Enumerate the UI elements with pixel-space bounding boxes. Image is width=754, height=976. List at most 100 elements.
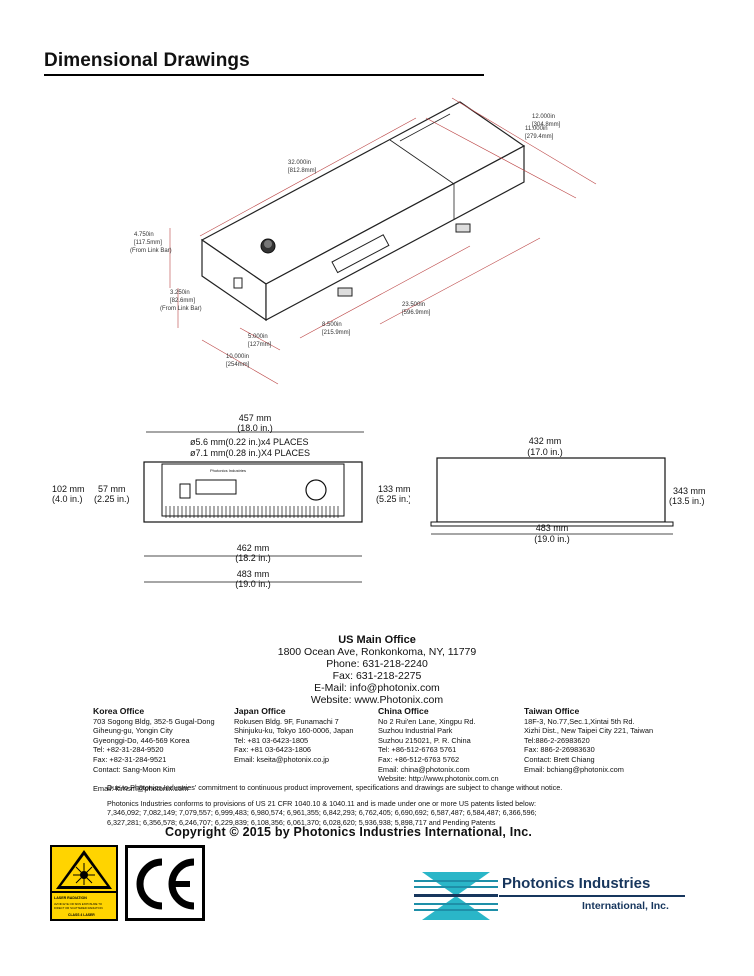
us-office-fax: Fax: 631-218-2275 <box>332 670 422 682</box>
iso-label-11in: 11.000in <box>525 126 548 132</box>
side-top-in: (17.0 in.) <box>527 447 563 457</box>
front-view-drawing: 457 mm (18.0 in.) ø5.6 mm(0.22 in.)x4 PL… <box>52 413 410 589</box>
iso-label-325in: 3.250in <box>170 290 190 296</box>
china-office-website[interactable]: Website: http://www.photonix.com.cn <box>378 774 499 784</box>
korea-office-email[interactable]: Email: kimsm@photonix.com <box>93 783 189 793</box>
china-office-line: No 2 Rui'en Lane, Xingpu Rd. <box>378 716 476 726</box>
korea-office-line: Gyeonggi-Do, 446-569 Korea <box>93 735 190 745</box>
front-bottom2-in: (19.0 in.) <box>235 579 271 589</box>
front-bottom2-mm: 483 mm <box>237 569 270 579</box>
japan-office-line: Shinjuku-ku, Tokyo 160-0006, Japan <box>234 726 354 736</box>
japan-office: Japan Office Rokusen Bldg. 9F, Funamachi… <box>234 706 354 765</box>
iso-label-11in-mm: [279.4mm] <box>525 134 554 140</box>
laser-label-line1: LASER RADIATION <box>54 896 87 900</box>
front-right-mm: 133 mm <box>378 484 410 494</box>
side-panel-outline <box>436 457 666 523</box>
taiwan-office-email[interactable]: Email: bchiang@photonix.com <box>524 764 624 774</box>
power-switch-drawing <box>179 483 191 499</box>
china-office-line: Tel: +86-512-6763 5761 <box>378 745 457 755</box>
page-title: Dimensional Drawings <box>44 50 250 71</box>
front-left-outer-mm: 102 mm <box>52 484 85 494</box>
laser-label-line3: DIRECT OR SCATTERED RADIATION <box>54 906 103 910</box>
side-bottom-in: (19.0 in.) <box>534 534 570 544</box>
side-bottom-mm: 483 mm <box>536 523 569 533</box>
us-office-email[interactable]: E-Mail: info@photonix.com <box>314 682 440 694</box>
iso-label-32in-mm: [812.8mm] <box>288 168 317 174</box>
iso-label-85in-mm: [215.9mm] <box>322 330 351 336</box>
china-office-email[interactable]: Email: china@photonix.com <box>378 764 470 774</box>
dimension-lines <box>169 97 597 385</box>
us-office-heading: US Main Office <box>338 634 416 646</box>
company-logo: Photonics Industries International, Inc. <box>414 866 714 926</box>
china-office: China Office No 2 Rui'en Lane, Xingpu Rd… <box>378 706 499 784</box>
iso-label-85in: 8.500in <box>322 322 342 328</box>
side-right-mm: 343 mm <box>673 486 706 496</box>
front-right-in: (5.25 in.) <box>376 494 410 504</box>
iso-label-475in: 4.750in <box>134 232 154 238</box>
patents-line: 6,327,281; 6,356,578; 6,246,707; 6,229,8… <box>107 817 496 827</box>
taiwan-office-line: 18F-3, No.77,Sec.1,Xintai 5th Rd. <box>524 716 635 726</box>
front-top-in: (18.0 in.) <box>237 423 273 433</box>
taiwan-office: Taiwan Office 18F-3, No.77,Sec.1,Xintai … <box>524 706 654 774</box>
china-office-line: Suzhou Industrial Park <box>378 726 453 736</box>
japan-office-email[interactable]: Email: kseita@photonix.co.jp <box>234 754 330 764</box>
laser-head-box <box>200 101 526 322</box>
iso-label-475in-note: (From Link Bar) <box>130 248 172 254</box>
logo-rule <box>499 895 685 897</box>
logo-mark-icon <box>414 872 498 920</box>
copyright-text: Copyright © 2015 by Photonics Industries… <box>165 825 533 839</box>
logo-name-line2: International, Inc. <box>582 900 669 912</box>
front-left-inner-mm: 57 mm <box>98 484 126 494</box>
iso-label-325in-note: (From Link Bar) <box>160 306 202 312</box>
patents-line: 7,346,092; 7,082,149; 7,079,557; 6,999,4… <box>107 808 537 818</box>
iso-label-12in: 12.000in <box>532 114 555 120</box>
laser-label-line2: AVOID EYE OR SKIN EXPOSURE TO <box>54 902 103 906</box>
iso-label-325in-mm: [82.6mm] <box>170 298 195 304</box>
display-window-drawing <box>195 479 237 495</box>
ce-mark-icon: CE <box>28 735 205 921</box>
us-office-address: 1800 Ocean Ave, Ronkonkoma, NY, 11779 <box>277 646 477 658</box>
korea-office-heading: Korea Office <box>93 706 145 716</box>
taiwan-office-line: Tel:886-2-26983620 <box>524 735 590 745</box>
korea-office: Korea Office 703 Sogong Bldg, 352-5 Guga… <box>93 706 215 793</box>
logo-name-line1: Photonics Industries <box>502 875 651 892</box>
ce-glyph: CE <box>28 735 195 910</box>
iso-label-10in: 10.000in <box>226 354 249 360</box>
laser-label-line4: CLASS 4 LASER <box>68 913 95 917</box>
iso-label-5in: 5.000in <box>248 334 268 340</box>
panel-brand-text: Photonics Industries <box>210 468 246 473</box>
us-office-website[interactable]: Website: www.Photonix.com <box>310 694 444 706</box>
hole-callout-2: ø7.1 mm(0.28 in.)X4 PLACES <box>190 448 310 458</box>
us-main-office: US Main Office 1800 Ocean Ave, Ronkonkom… <box>0 634 754 706</box>
knob-drawing <box>305 479 327 501</box>
iso-label-12in-mm: [304.8mm] <box>532 122 561 128</box>
japan-office-heading: Japan Office <box>234 706 286 716</box>
side-view-drawing: 432 mm (17.0 in.) 343 mm (13.5 in.) 483 … <box>430 436 706 544</box>
disclaimer-text: Due to Photonics Industries' commitment … <box>107 783 563 792</box>
korea-office-line: Fax: +82-31-284-9521 <box>93 754 167 764</box>
iso-label-32in: 32.000in <box>288 160 311 166</box>
taiwan-office-line: Contact: Brett Chiang <box>524 754 595 764</box>
iso-label-235in-mm: [596.9mm] <box>402 310 431 316</box>
iso-label-475in-mm: [117.5mm] <box>134 240 162 246</box>
japan-office-line: Rokusen Bldg. 9F, Funamachi 7 <box>234 716 339 726</box>
side-base-plate <box>430 521 674 527</box>
patents-line: Photonics Industries conforms to provisi… <box>107 799 536 808</box>
front-bottom1-in: (18.2 in.) <box>235 553 271 563</box>
taiwan-office-heading: Taiwan Office <box>524 706 580 716</box>
china-office-line: Suzhou 215021, P. R. China <box>378 735 471 745</box>
taiwan-office-line: Xizhi Dist., New Taipei City 221, Taiwan <box>524 726 654 736</box>
korea-office-line: Giheung-gu, Yongin City <box>93 726 173 736</box>
japan-office-line: Tel: +81 03-6423-1805 <box>234 735 309 745</box>
patents-block: Photonics Industries conforms to provisi… <box>107 799 537 827</box>
korea-office-line: Contact: Sang-Moon Kim <box>93 764 176 774</box>
korea-office-line: Tel: +82-31-284-9520 <box>93 745 164 755</box>
china-office-line: Fax: +86-512-6763 5762 <box>378 754 460 764</box>
hole-callout-1: ø5.6 mm(0.22 in.)x4 PLACES <box>190 437 309 447</box>
front-left-inner-in: (2.25 in.) <box>94 494 130 504</box>
iso-label-10in-mm: [254mm] <box>226 362 250 368</box>
us-office-phone: Phone: 631-218-2240 <box>326 658 428 670</box>
side-right-in: (13.5 in.) <box>669 496 705 506</box>
front-left-outer-in: (4.0 in.) <box>52 494 83 504</box>
china-office-heading: China Office <box>378 706 429 716</box>
